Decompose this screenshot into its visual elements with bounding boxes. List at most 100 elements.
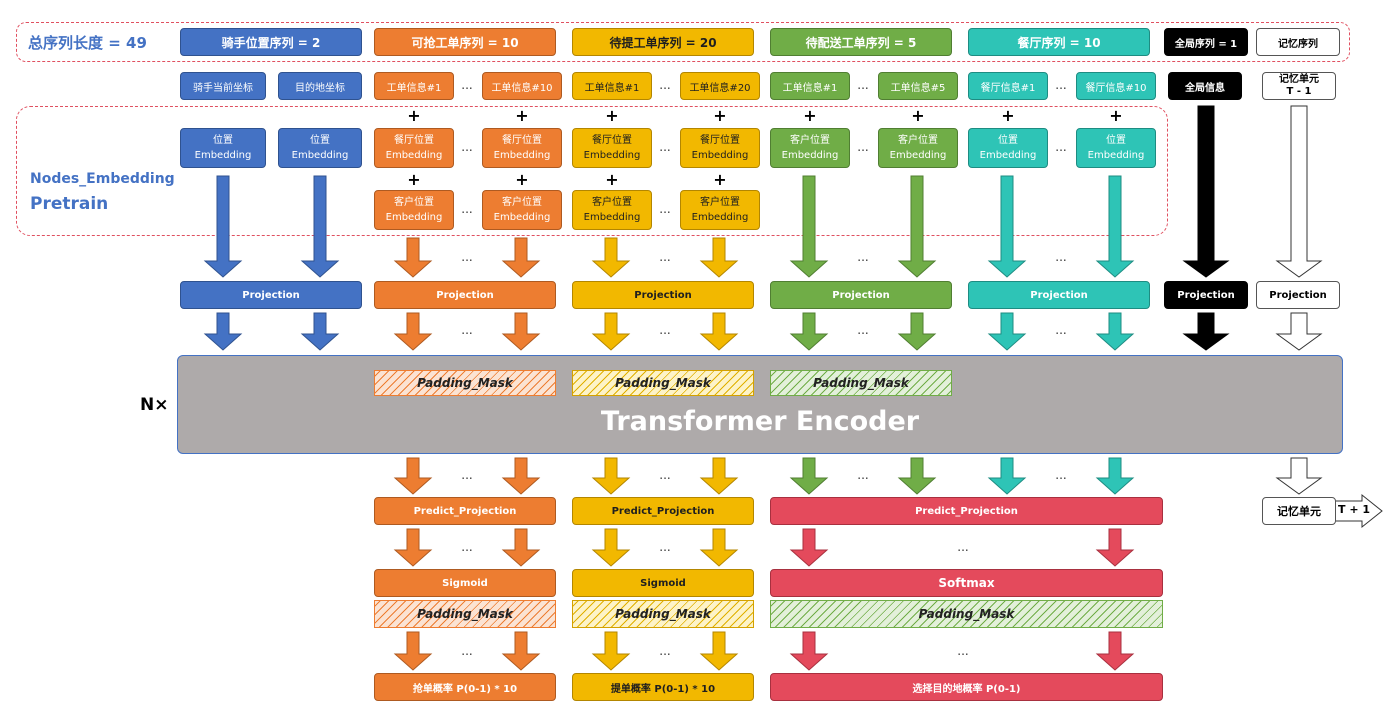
- ellipsis: ...: [659, 202, 671, 216]
- plus-sign: +: [911, 106, 925, 125]
- sigmoid-grab: Sigmoid: [374, 569, 556, 597]
- emb-label: 客户位置: [790, 135, 830, 146]
- emb-sublabel: Embedding: [385, 150, 443, 161]
- arrow-pickup-emb: [699, 237, 739, 278]
- arrow-dest-out: [1095, 631, 1135, 671]
- ellipsis: ...: [1055, 250, 1067, 264]
- destination-coord: 目的地坐标: [278, 72, 362, 100]
- arrow-rider-emb: [300, 175, 340, 278]
- projection-global: Projection: [1164, 281, 1248, 309]
- arrow-restaurant-emb: [1095, 175, 1135, 278]
- emb-label: 客户位置: [592, 197, 632, 208]
- projection-pickup: Projection: [572, 281, 754, 309]
- arrow-pickup-emb: [591, 237, 631, 278]
- emb-label: 客户位置: [502, 197, 542, 208]
- arrow-deliver-emb: [897, 175, 937, 278]
- header-region-outline: [16, 22, 1350, 62]
- arrow-deliver-enc: [789, 457, 829, 495]
- emb-label: 餐厅位置: [592, 135, 632, 146]
- arrow-grab-out: [393, 631, 433, 671]
- arrow-deliver-emb: [789, 175, 829, 278]
- emb-sublabel: Embedding: [691, 212, 749, 223]
- emb-sublabel: Embedding: [493, 212, 551, 223]
- projection-grab: Projection: [374, 281, 556, 309]
- predict-projection-destination: Predict_Projection: [770, 497, 1163, 525]
- ellipsis: ...: [461, 250, 473, 264]
- arrow-rider-proj: [203, 312, 243, 351]
- emb-sublabel: Embedding: [194, 150, 252, 161]
- global-seq-header: 全局序列 = 1: [1164, 28, 1248, 56]
- ellipsis: ...: [1055, 78, 1067, 92]
- emb-label: 客户位置: [394, 197, 434, 208]
- memory-unit-time: T - 1: [1286, 86, 1312, 97]
- memory-unit-output: 记忆单元: [1262, 497, 1336, 525]
- arrow-dest-pred: [1095, 528, 1135, 567]
- emb-label: 餐厅位置: [502, 135, 542, 146]
- arrow-grab-out: [501, 631, 541, 671]
- emb-sublabel: Embedding: [691, 150, 749, 161]
- grab-order-info-10: 工单信息#10: [482, 72, 562, 100]
- ellipsis: ...: [659, 468, 671, 482]
- deliver-order-info-1: 工单信息#1: [770, 72, 850, 100]
- arrow-grab-emb: [501, 237, 541, 278]
- emb-label: 餐厅位置: [700, 135, 740, 146]
- ellipsis: ...: [659, 644, 671, 658]
- arrow-pickup-out: [591, 631, 631, 671]
- arrow-global-emb: [1182, 105, 1230, 278]
- arrow-rider-proj: [300, 312, 340, 351]
- plus-sign: +: [515, 106, 529, 125]
- memory-seq-header: 记忆序列: [1256, 28, 1340, 56]
- arrow-restaurant-proj: [987, 312, 1027, 351]
- arrow-grab-proj: [501, 312, 541, 351]
- ellipsis: ...: [461, 323, 473, 337]
- arrow-pickup-pred: [591, 528, 631, 567]
- nodes-embedding-label: Nodes_Embedding: [30, 171, 175, 187]
- destination-probability-output: 选择目的地概率 P(0-1): [770, 673, 1163, 701]
- padding-mask-deliver-encoder: Padding_Mask: [770, 370, 952, 396]
- pickup-order-info-1: 工单信息#1: [572, 72, 652, 100]
- plus-sign: +: [713, 106, 727, 125]
- arrow-restaurant-enc: [987, 457, 1027, 495]
- emb-label: 位置: [998, 135, 1018, 146]
- projection-restaurant: Projection: [968, 281, 1150, 309]
- ellipsis: ...: [461, 644, 473, 658]
- pretrain-label: Pretrain: [30, 194, 109, 214]
- emb-label: 餐厅位置: [394, 135, 434, 146]
- projection-memory: Projection: [1256, 281, 1340, 309]
- ellipsis: ...: [857, 78, 869, 92]
- arrow-pickup-enc: [699, 457, 739, 495]
- grab-restaurant-embedding-1: 餐厅位置 Embedding: [374, 128, 454, 168]
- arrow-grab-pred: [501, 528, 541, 567]
- ellipsis: ...: [461, 468, 473, 482]
- ellipsis: ...: [1055, 468, 1067, 482]
- emb-sublabel: Embedding: [493, 150, 551, 161]
- ellipsis: ...: [659, 78, 671, 92]
- projection-deliver: Projection: [770, 281, 952, 309]
- deliver-order-info-5: 工单信息#5: [878, 72, 958, 100]
- arrow-grab-enc: [501, 457, 541, 495]
- grab-restaurant-embedding-10: 餐厅位置 Embedding: [482, 128, 562, 168]
- arrow-pickup-proj: [591, 312, 631, 351]
- softmax-destination: Softmax: [770, 569, 1163, 597]
- emb-sublabel: Embedding: [583, 212, 641, 223]
- predict-projection-pickup: Predict_Projection: [572, 497, 754, 525]
- ellipsis: ...: [957, 644, 969, 658]
- ellipsis: ...: [461, 78, 473, 92]
- ellipsis: ...: [659, 250, 671, 264]
- predict-projection-grab: Predict_Projection: [374, 497, 556, 525]
- arrow-deliver-proj: [897, 312, 937, 351]
- plus-sign: +: [803, 106, 817, 125]
- padding-mask-grab-output: Padding_Mask: [374, 600, 556, 628]
- ellipsis: ...: [659, 540, 671, 554]
- pickup-restaurant-embedding-20: 餐厅位置 Embedding: [680, 128, 760, 168]
- global-info: 全局信息: [1168, 72, 1242, 100]
- arrow-dest-pred: [789, 528, 829, 567]
- emb-label: 位置: [213, 135, 233, 146]
- position-embedding-1: 位置 Embedding: [180, 128, 266, 168]
- restaurant-seq-header: 餐厅序列 = 10: [968, 28, 1150, 56]
